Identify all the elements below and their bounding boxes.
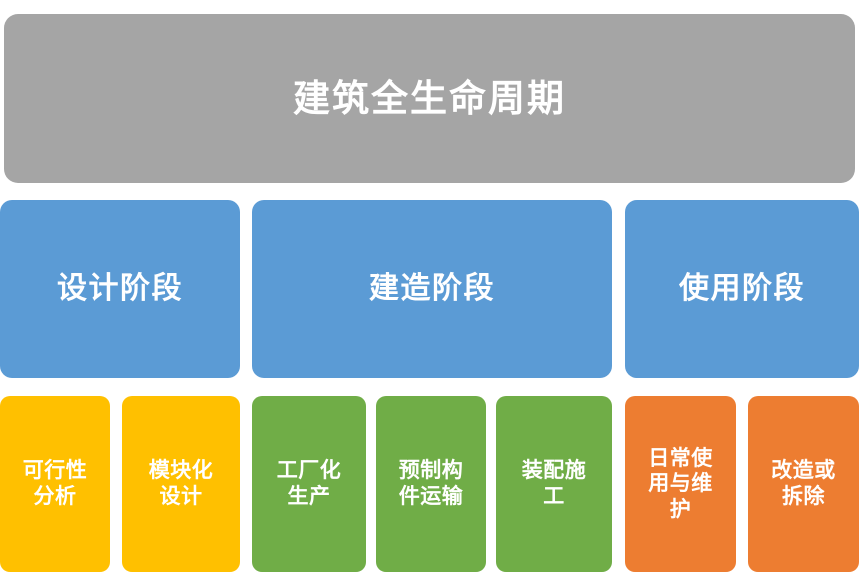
task-node: 装配施 工	[496, 396, 612, 572]
task-node: 预制构 件运输	[376, 396, 486, 572]
task-node: 改造或 拆除	[748, 396, 859, 572]
root-node-building-lifecycle: 建筑全生命周期	[4, 14, 855, 183]
phase-node: 使用阶段	[625, 200, 859, 378]
phase-node: 建造阶段	[252, 200, 612, 378]
phase-node: 设计阶段	[0, 200, 240, 378]
task-node: 模块化 设计	[122, 396, 240, 572]
task-node: 可行性 分析	[0, 396, 110, 572]
task-node: 日常使 用与维 护	[625, 396, 736, 572]
task-node: 工厂化 生产	[252, 396, 366, 572]
